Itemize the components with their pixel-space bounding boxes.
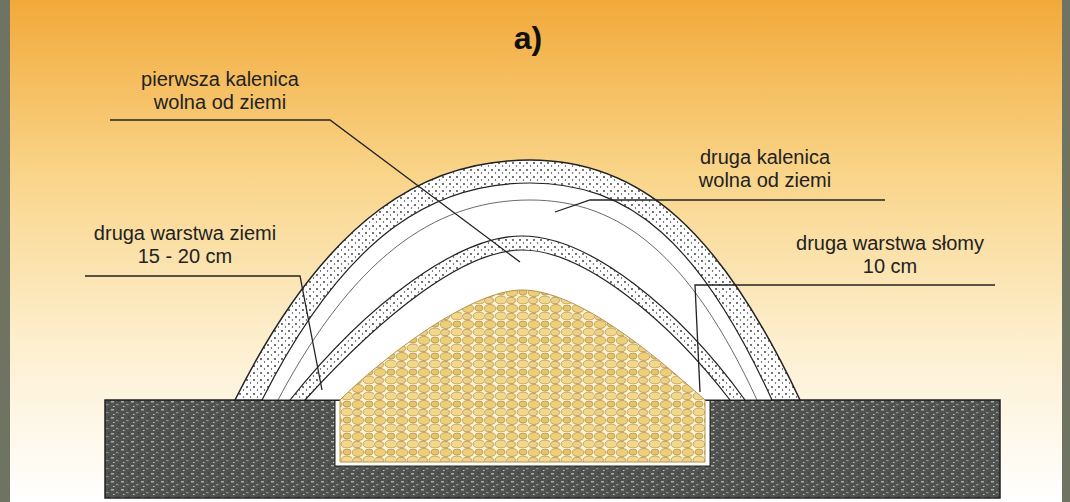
figure-letter: a) <box>488 20 568 56</box>
ridge-label: druga kalenica wolna od ziemi <box>675 146 855 192</box>
layer-label: druga warstwa słomy 10 cm <box>785 232 995 278</box>
layer-label: druga warstwa ziemi 15 - 20 cm <box>85 222 285 268</box>
ridge-label: pierwsza kalenica wolna od ziemi <box>115 68 325 114</box>
